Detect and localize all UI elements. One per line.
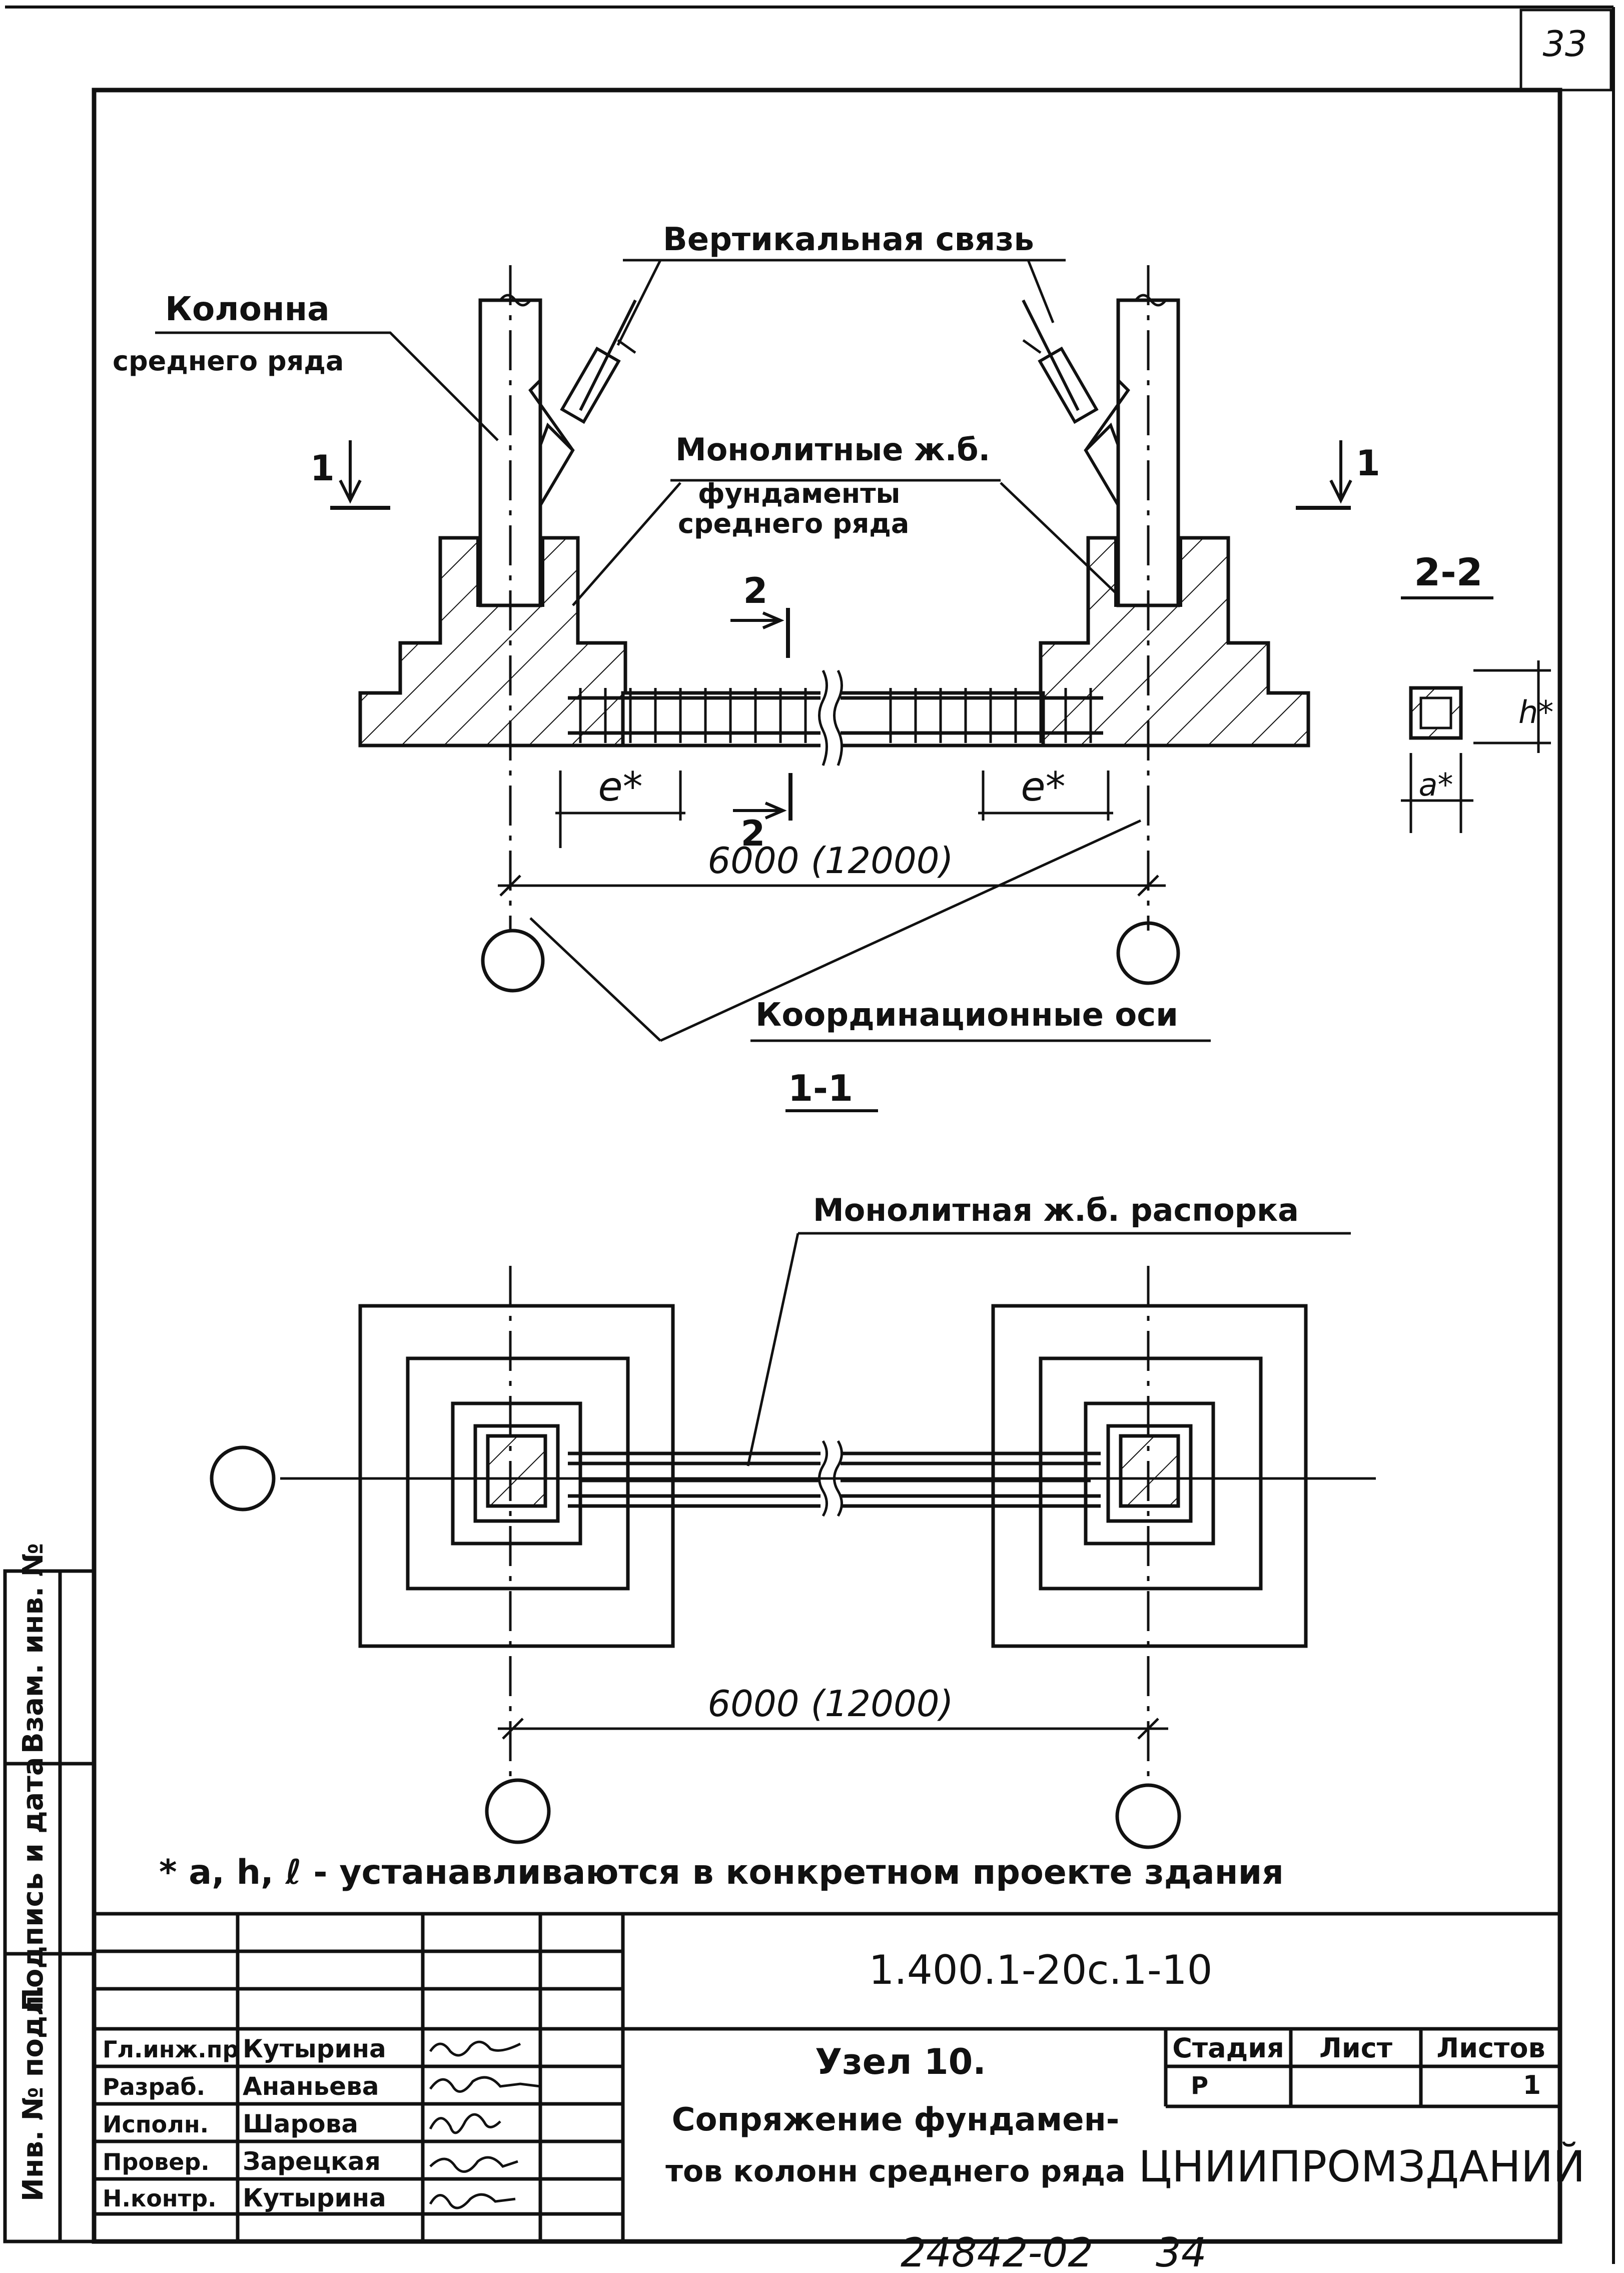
brace-right <box>1022 299 1130 506</box>
label-foundations: Монолитные ж.б. <box>675 431 990 468</box>
axis-marker-left <box>481 929 545 993</box>
cut-label-2-bottom: 2 <box>741 813 765 854</box>
cut-mark-2-top <box>730 608 790 658</box>
label-column-2: среднего ряда <box>113 345 344 377</box>
stamp-inv-orig: Инв. № подл. <box>17 1985 50 2201</box>
section-1-1-title: 1-1 <box>788 1067 853 1109</box>
strut-section <box>568 669 1103 766</box>
axis-marker-right <box>1116 921 1180 985</box>
leader-lines <box>155 259 1211 1042</box>
cut-mark-1-left <box>330 440 390 510</box>
dim-h: h* <box>1518 694 1553 730</box>
label-foundations-3: среднего ряда <box>678 508 909 539</box>
role-name: Шарова <box>243 2109 358 2138</box>
signatures <box>429 2040 541 2209</box>
plan-dimension: 6000 (12000) <box>707 1683 953 1725</box>
label-strut: Монолитная ж.б. распорка <box>813 1192 1299 1228</box>
page-number: 33 <box>1542 24 1587 65</box>
label-foundations-2: фундаменты <box>698 478 900 509</box>
plan-foundation-left <box>358 1304 675 1648</box>
section-1-1: 6000 (12000) e* e* 1 1 2 <box>113 221 1380 1112</box>
stamp-sign-date: Подпись и дата <box>17 1757 50 2011</box>
role-label: Исполн. <box>103 2111 209 2138</box>
sheet-frame <box>5 6 1615 2264</box>
document-code: 1.400.1-20с.1-10 <box>869 1947 1213 1993</box>
sheets-header: Листов <box>1436 2032 1545 2064</box>
role-label: Провер. <box>103 2148 210 2175</box>
dimension-section: 6000 (12000) <box>707 840 953 882</box>
cut-label-2-top: 2 <box>743 570 768 611</box>
bottom-code: 24842-02 <box>901 2229 1093 2273</box>
role-label: Разраб. <box>103 2073 205 2100</box>
stage-header: Стадия <box>1172 2032 1284 2064</box>
section-2-2: 2-2 h* a* <box>1401 550 1553 833</box>
cut-mark-2-bottom <box>733 773 792 821</box>
plan-axis-marker-left <box>210 1445 276 1511</box>
role-name: Зарецкая <box>243 2147 381 2176</box>
cut-label-1-left: 1 <box>310 448 335 489</box>
description-line-2: тов колонн среднего ряда <box>665 2154 1125 2189</box>
plan-axis-marker-bottom-right <box>1115 1783 1181 1849</box>
plan-axis-marker-bottom-left <box>485 1778 551 1844</box>
sheet-header: Лист <box>1319 2032 1393 2064</box>
role-name: Кутырина <box>243 2183 386 2212</box>
dim-e-left: e* <box>598 764 642 810</box>
description-line-1: Сопряжение фундамен- <box>672 2101 1120 2138</box>
label-column: Колонна <box>165 290 330 328</box>
plan-view: 6000 (12000) Монолитная ж.б. распорка <box>210 1192 1376 1849</box>
dim-a: a* <box>1419 767 1453 803</box>
label-vertical-brace: Вертикальная связь <box>663 221 1034 258</box>
brace-left <box>528 299 637 506</box>
section-2-2-title: 2-2 <box>1414 550 1482 594</box>
role-label: Гл.инж.пр <box>103 2036 239 2063</box>
note-text: * a, h, ℓ - устанавливаются в конкретном… <box>159 1853 1284 1892</box>
stamp-vzam-inv: Взам. инв. № <box>17 1543 50 1754</box>
role-name: Кутырина <box>243 2034 386 2063</box>
cut-mark-1-right <box>1296 440 1352 510</box>
side-stamp <box>3 1569 96 2243</box>
role-label: Н.контр. <box>103 2185 217 2212</box>
dim-e-right: e* <box>1021 764 1065 810</box>
roles-list: Гл.инж.пр Кутырина Разраб. Ананьева Испо… <box>103 2034 386 2212</box>
stage-value: Р <box>1191 2072 1208 2100</box>
bottom-page: 34 <box>1156 2229 1207 2273</box>
node-title: Узел 10. <box>815 2041 986 2082</box>
sheets-value: 1 <box>1523 2070 1541 2100</box>
role-name: Ананьева <box>243 2072 379 2101</box>
title-block <box>94 1912 1560 2241</box>
cut-label-1-right: 1 <box>1356 443 1380 484</box>
label-coord-axes: Координационные оси <box>755 997 1178 1034</box>
organization: ЦНИИПРОМЗДАНИЙ <box>1138 2141 1585 2192</box>
